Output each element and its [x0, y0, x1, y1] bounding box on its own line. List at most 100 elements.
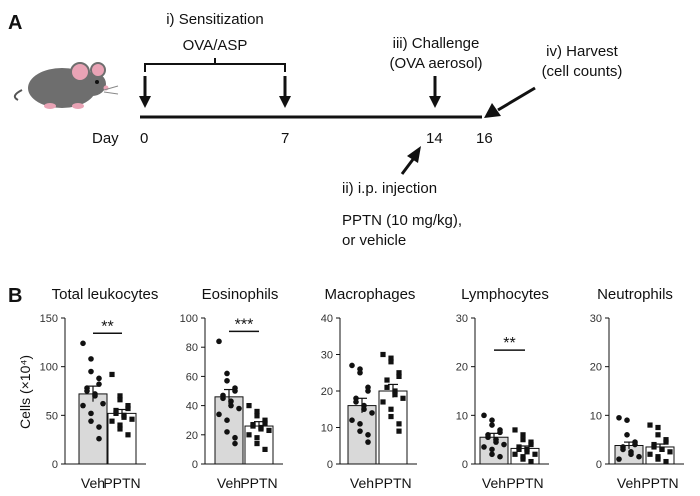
data-point-veh: [88, 418, 94, 424]
step-harvest-title: iv) Harvest: [546, 43, 618, 60]
data-point-pptn: [512, 427, 518, 433]
y-tick-label: 80: [186, 342, 198, 354]
data-point-veh: [216, 338, 222, 345]
data-point-pptn: [125, 432, 131, 438]
y-tick-label: 30: [456, 313, 468, 325]
data-point-veh: [224, 429, 230, 435]
x-tick-label: Veh: [350, 475, 374, 491]
x-tick-label: Veh: [81, 475, 105, 491]
data-point-pptn: [396, 428, 402, 434]
data-point-veh: [489, 451, 495, 458]
data-point-pptn: [254, 413, 260, 419]
y-tick-label: 0: [52, 459, 58, 471]
data-point-pptn: [388, 413, 394, 420]
data-point-veh: [369, 410, 375, 416]
data-point-veh: [349, 362, 355, 369]
timeline-diagram: [13, 58, 536, 175]
data-point-veh: [353, 399, 359, 405]
data-point-pptn: [117, 426, 123, 432]
data-point-veh: [228, 402, 234, 409]
day-16-label: 16: [476, 130, 493, 147]
data-point-pptn: [262, 420, 268, 426]
sensitization-bracket: [144, 58, 286, 72]
data-point-pptn: [647, 422, 653, 428]
step-sensitization-agent: OVA/ASP: [182, 37, 248, 54]
data-point-pptn: [392, 388, 398, 394]
data-point-pptn: [254, 440, 260, 447]
significance-stars: ***: [235, 316, 254, 333]
data-point-pptn: [528, 441, 534, 448]
day-label: Day: [92, 130, 119, 147]
chart-title-total-leukocytes: Total leukocytes: [51, 286, 159, 303]
data-point-pptn: [528, 458, 534, 465]
step-injection-drug: PPTN (10 mg/kg),: [342, 212, 463, 229]
data-point-veh: [96, 424, 102, 430]
data-point-veh: [84, 388, 90, 394]
data-point-veh: [88, 368, 94, 375]
chart-title-neutrophils: Neutrophils: [597, 286, 673, 303]
y-tick-label: 100: [180, 313, 198, 325]
x-tick-label: Veh: [217, 475, 241, 491]
data-point-pptn: [121, 414, 127, 420]
x-tick-label: Veh: [617, 475, 641, 491]
significance-stars: **: [503, 335, 515, 352]
significance-stars: **: [101, 318, 113, 335]
data-point-pptn: [113, 407, 119, 414]
y-tick-label: 20: [321, 386, 333, 398]
data-point-pptn: [117, 422, 123, 428]
y-tick-label: 10: [590, 410, 602, 422]
data-point-pptn: [266, 427, 272, 434]
data-point-veh: [88, 356, 94, 362]
data-point-veh: [220, 395, 226, 402]
y-tick-label: 0: [596, 459, 602, 471]
data-point-veh: [624, 417, 630, 424]
data-point-veh: [224, 370, 230, 377]
data-point-veh: [236, 405, 242, 412]
data-point-veh: [501, 441, 507, 448]
data-point-pptn: [512, 451, 518, 457]
y-tick-label: 100: [40, 362, 58, 374]
step-injection-title: ii) i.p. injection: [342, 180, 438, 197]
data-point-veh: [489, 446, 495, 453]
data-point-veh: [497, 429, 503, 436]
arrow-harvest-icon: [484, 86, 536, 118]
data-point-pptn: [396, 373, 402, 379]
data-point-veh: [620, 446, 626, 453]
data-point-pptn: [384, 377, 390, 383]
data-point-pptn: [663, 458, 669, 465]
data-point-veh: [365, 432, 371, 438]
data-point-pptn: [655, 424, 661, 431]
data-point-pptn: [109, 371, 115, 378]
y-tick-label: 0: [462, 459, 468, 471]
data-point-veh: [228, 398, 234, 405]
day-14-label: 14: [426, 130, 443, 147]
arrow-day0-icon: [139, 76, 151, 108]
data-point-veh: [96, 435, 102, 442]
y-tick-label: 50: [46, 410, 58, 422]
data-point-veh: [485, 434, 491, 441]
x-tick-label: PPTN: [103, 475, 140, 491]
data-point-veh: [232, 434, 238, 441]
data-point-pptn: [396, 370, 402, 376]
arrow-injection-icon: [400, 146, 421, 175]
data-point-veh: [224, 377, 230, 384]
data-point-pptn: [388, 406, 394, 412]
data-point-pptn: [647, 451, 653, 457]
data-point-pptn: [655, 432, 661, 438]
data-point-veh: [481, 412, 487, 419]
step-challenge-agent: (OVA aerosol): [389, 55, 483, 72]
day-0-label: 0: [140, 130, 149, 147]
step-harvest-detail: (cell counts): [541, 63, 623, 80]
y-tick-label: 0: [192, 459, 198, 471]
data-point-veh: [489, 422, 495, 428]
data-point-veh: [624, 432, 630, 438]
data-point-veh: [80, 402, 86, 409]
data-point-veh: [361, 406, 367, 413]
arrow-day7-icon: [279, 76, 291, 108]
data-point-pptn: [663, 439, 669, 445]
data-point-veh: [365, 439, 371, 445]
y-tick-label: 20: [590, 362, 602, 374]
y-axis-label: Cells (×10⁴): [17, 355, 33, 429]
data-point-pptn: [384, 384, 390, 390]
